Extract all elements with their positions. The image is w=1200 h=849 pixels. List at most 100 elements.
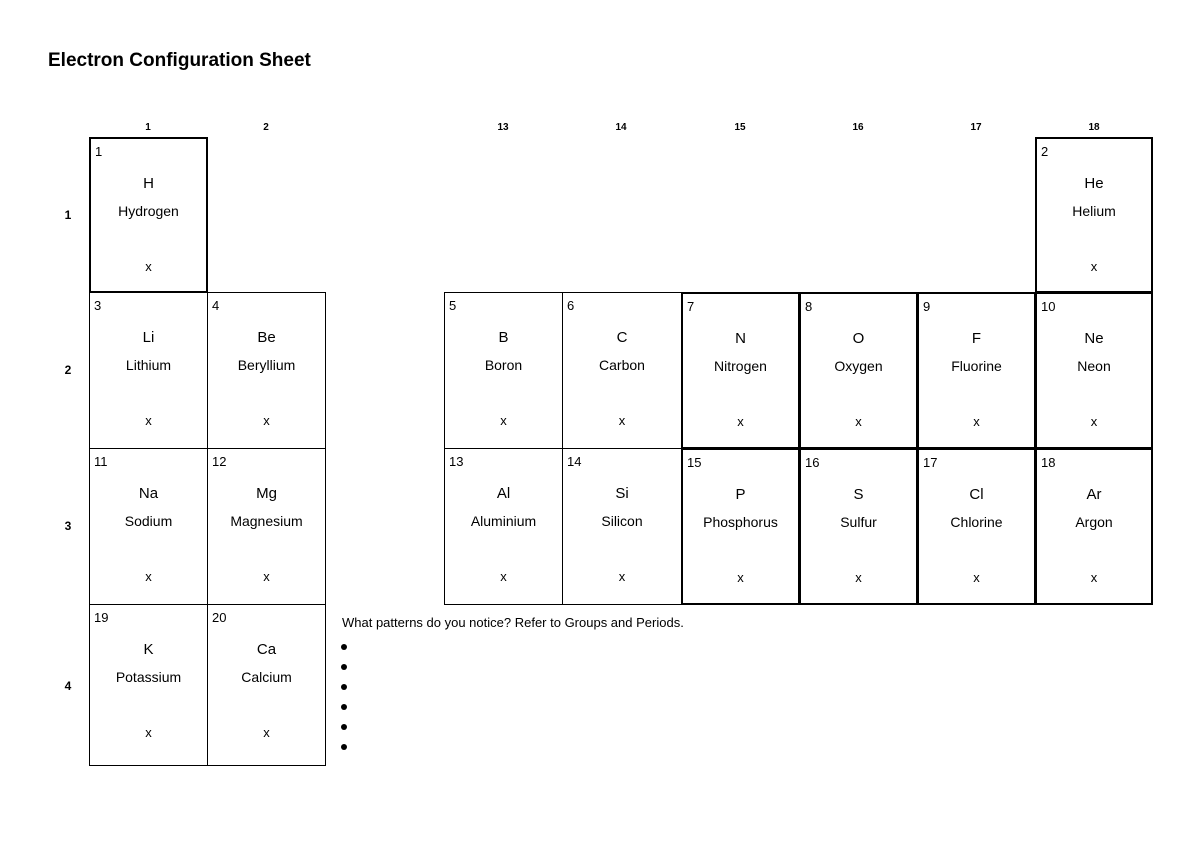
element-name: Carbon: [599, 357, 645, 373]
electron-configuration: x: [263, 413, 270, 428]
element-symbol: Ca: [256, 641, 277, 658]
electron-configuration: x: [145, 569, 152, 584]
electron-configuration: x: [855, 414, 862, 429]
element-name: Sodium: [124, 513, 173, 529]
electron-configuration: x: [500, 413, 507, 428]
element-cell-boron: 5 B Boron x: [444, 292, 563, 449]
element-symbol: Be: [257, 329, 276, 346]
element-name: Argon: [1075, 514, 1113, 530]
element-cell-sodium: 11 Na Sodium x: [89, 448, 208, 605]
element-symbol: Mg: [256, 485, 277, 502]
element-symbol: B: [498, 329, 509, 346]
group-label-2: 2: [263, 122, 269, 133]
answer-bullet: [340, 678, 350, 698]
atomic-number: 12: [212, 454, 227, 469]
electron-configuration: x: [263, 569, 270, 584]
element-cell-phosphorus: 15 P Phosphorus x: [681, 448, 800, 605]
atomic-number: 3: [94, 298, 102, 313]
element-name: Oxygen: [834, 358, 883, 374]
patterns-question: What patterns do you notice? Refer to Gr…: [342, 615, 684, 630]
period-label-3: 3: [64, 519, 72, 533]
element-name: Fluorine: [951, 358, 1002, 374]
element-symbol: Ne: [1084, 330, 1104, 347]
element-symbol: Na: [138, 485, 159, 502]
element-symbol: He: [1084, 175, 1104, 192]
element-name: Nitrogen: [714, 358, 767, 374]
electron-configuration: x: [145, 259, 152, 274]
electron-configuration: x: [1090, 414, 1098, 429]
element-cell-fluorine: 9 F Fluorine x: [917, 292, 1036, 449]
electron-configuration: x: [618, 569, 626, 584]
electron-configuration: x: [855, 570, 862, 585]
element-name: Aluminium: [470, 513, 537, 529]
element-cell-nitrogen: 7 N Nitrogen x: [681, 292, 800, 449]
element-cell-neon: 10 Ne Neon x: [1035, 292, 1153, 449]
electron-configuration: x: [737, 570, 744, 585]
bullet-dot-icon: [341, 744, 347, 750]
element-cell-beryllium: 4 Be Beryllium x: [207, 292, 326, 449]
page-title: Electron Configuration Sheet: [48, 50, 311, 71]
atomic-number: 8: [805, 299, 813, 314]
electron-configuration: x: [1090, 570, 1098, 585]
element-cell-silicon: 14 Si Silicon x: [562, 448, 682, 605]
element-cell-aluminium: 13 Al Aluminium x: [444, 448, 563, 605]
electron-configuration: x: [737, 414, 744, 429]
element-name: Boron: [484, 357, 523, 373]
atomic-number: 14: [567, 454, 582, 469]
element-name: Helium: [1072, 203, 1116, 219]
bullet-dot-icon: [341, 644, 347, 650]
electron-configuration: x: [145, 413, 152, 428]
element-name: Magnesium: [230, 513, 303, 529]
bullet-dot-icon: [341, 664, 347, 670]
period-label-4: 4: [64, 679, 72, 693]
atomic-number: 11: [94, 454, 108, 469]
atomic-number: 19: [94, 610, 109, 625]
element-name: Sulfur: [840, 514, 877, 530]
answer-bullet: [340, 658, 350, 678]
answer-bullet: [340, 638, 350, 658]
atomic-number: 6: [567, 298, 575, 313]
atomic-number: 4: [212, 298, 220, 313]
element-cell-potassium: 19 K Potassium x: [89, 604, 208, 766]
group-label-15: 15: [734, 122, 746, 133]
electron-configuration: x: [618, 413, 626, 428]
element-cell-oxygen: 8 O Oxygen x: [799, 292, 918, 449]
group-label-16: 16: [852, 122, 864, 133]
group-label-13: 13: [497, 122, 509, 133]
electron-configuration: x: [973, 414, 980, 429]
element-symbol: N: [735, 330, 746, 347]
atomic-number: 13: [449, 454, 464, 469]
atomic-number: 9: [923, 299, 931, 314]
element-name: Phosphorus: [703, 514, 778, 530]
electron-configuration: x: [500, 569, 507, 584]
element-symbol: Ar: [1086, 486, 1102, 503]
group-label-18: 18: [1088, 122, 1100, 133]
period-label-2: 2: [64, 363, 72, 377]
atomic-number: 2: [1041, 144, 1049, 159]
answer-bullet-list: [340, 638, 350, 758]
bullet-dot-icon: [341, 724, 347, 730]
element-cell-calcium: 20 Ca Calcium x: [207, 604, 326, 766]
element-symbol: H: [143, 175, 154, 192]
element-cell-chlorine: 17 Cl Chlorine x: [917, 448, 1036, 605]
atomic-number: 20: [212, 610, 227, 625]
bullet-dot-icon: [341, 704, 347, 710]
group-label-1: 1: [145, 122, 151, 133]
element-symbol: Al: [496, 485, 511, 502]
electron-configuration: x: [263, 725, 270, 740]
bullet-dot-icon: [341, 684, 347, 690]
element-symbol: C: [616, 329, 628, 346]
element-symbol: K: [143, 641, 154, 658]
electron-configuration: x: [145, 725, 152, 740]
element-cell-lithium: 3 Li Lithium x: [89, 292, 208, 449]
element-cell-hydrogen: 1 H Hydrogen x: [89, 137, 208, 293]
element-symbol: Li: [142, 329, 155, 346]
element-cell-argon: 18 Ar Argon x: [1035, 448, 1153, 605]
element-name: Silicon: [601, 513, 643, 529]
element-symbol: F: [971, 330, 982, 347]
element-name: Lithium: [125, 357, 172, 373]
element-symbol: S: [853, 486, 864, 503]
element-symbol: O: [852, 330, 865, 347]
atomic-number: 10: [1041, 299, 1056, 314]
atomic-number: 18: [1041, 455, 1056, 470]
